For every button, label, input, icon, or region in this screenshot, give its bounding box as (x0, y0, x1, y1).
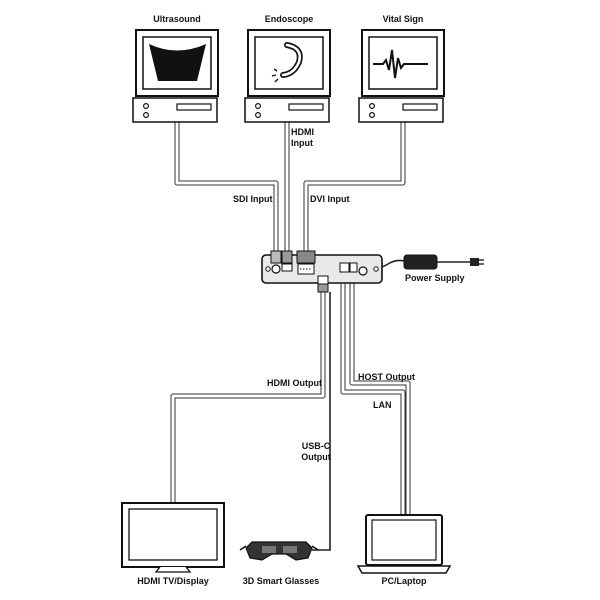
converter-box-icon (261, 250, 383, 293)
smart-glasses-icon (239, 541, 319, 561)
hdmi-output-connector (317, 275, 329, 293)
lan-label: LAN (373, 400, 392, 410)
dc-connector (358, 266, 368, 276)
tv-display-icon (121, 502, 225, 573)
sdi-cable (174, 122, 279, 255)
hdmi-tv-label: HDMI TV/Display (137, 576, 209, 586)
vital-sign-waveform-icon (373, 49, 428, 79)
ultrasound-monitor (132, 29, 219, 123)
sdi-connector (270, 250, 282, 274)
usbc-output-label-line1: USB-C (301, 441, 331, 451)
hdmi-output-label: HDMI Output (267, 378, 322, 388)
endoscope-label: Endoscope (264, 14, 314, 24)
host-connector (349, 262, 358, 273)
sdi-input-label: SDI Input (233, 194, 273, 204)
power-adapter-icon (403, 254, 484, 270)
hdmi-input-connector (281, 250, 293, 272)
endoscope-scope-icon (271, 42, 303, 83)
host-output-cable (340, 282, 406, 515)
pc-laptop-label: PC/Laptop (381, 576, 427, 586)
endoscope-monitor (244, 29, 331, 123)
power-supply-label: Power Supply (405, 273, 465, 283)
dvi-cable (303, 122, 406, 255)
usbc-output-label: USB-C Output (293, 441, 339, 463)
cables (170, 122, 470, 551)
lan-connector (339, 262, 350, 273)
dvi-input-label: DVI Input (310, 194, 350, 204)
hdmi-input-label-line2: Input (291, 138, 313, 148)
usbc-output-label-line2: Output (301, 452, 331, 462)
hdmi-input-label-line1: HDMI (291, 127, 314, 137)
lan-cable (349, 282, 411, 515)
desktop-monitor-icon (358, 29, 445, 123)
dvi-connector (296, 250, 316, 275)
ultrasound-scan-icon (149, 44, 206, 81)
smart-glasses-label: 3D Smart Glasses (242, 576, 320, 586)
vital-sign-monitor (358, 29, 445, 123)
host-output-label: HOST Output (358, 372, 415, 382)
vital-sign-label: Vital Sign (382, 14, 424, 24)
ultrasound-label: Ultrasound (153, 14, 201, 24)
laptop-icon (356, 514, 452, 574)
hdmi-output-cable (170, 292, 326, 505)
hdmi-input-label: HDMI Input (291, 127, 314, 149)
